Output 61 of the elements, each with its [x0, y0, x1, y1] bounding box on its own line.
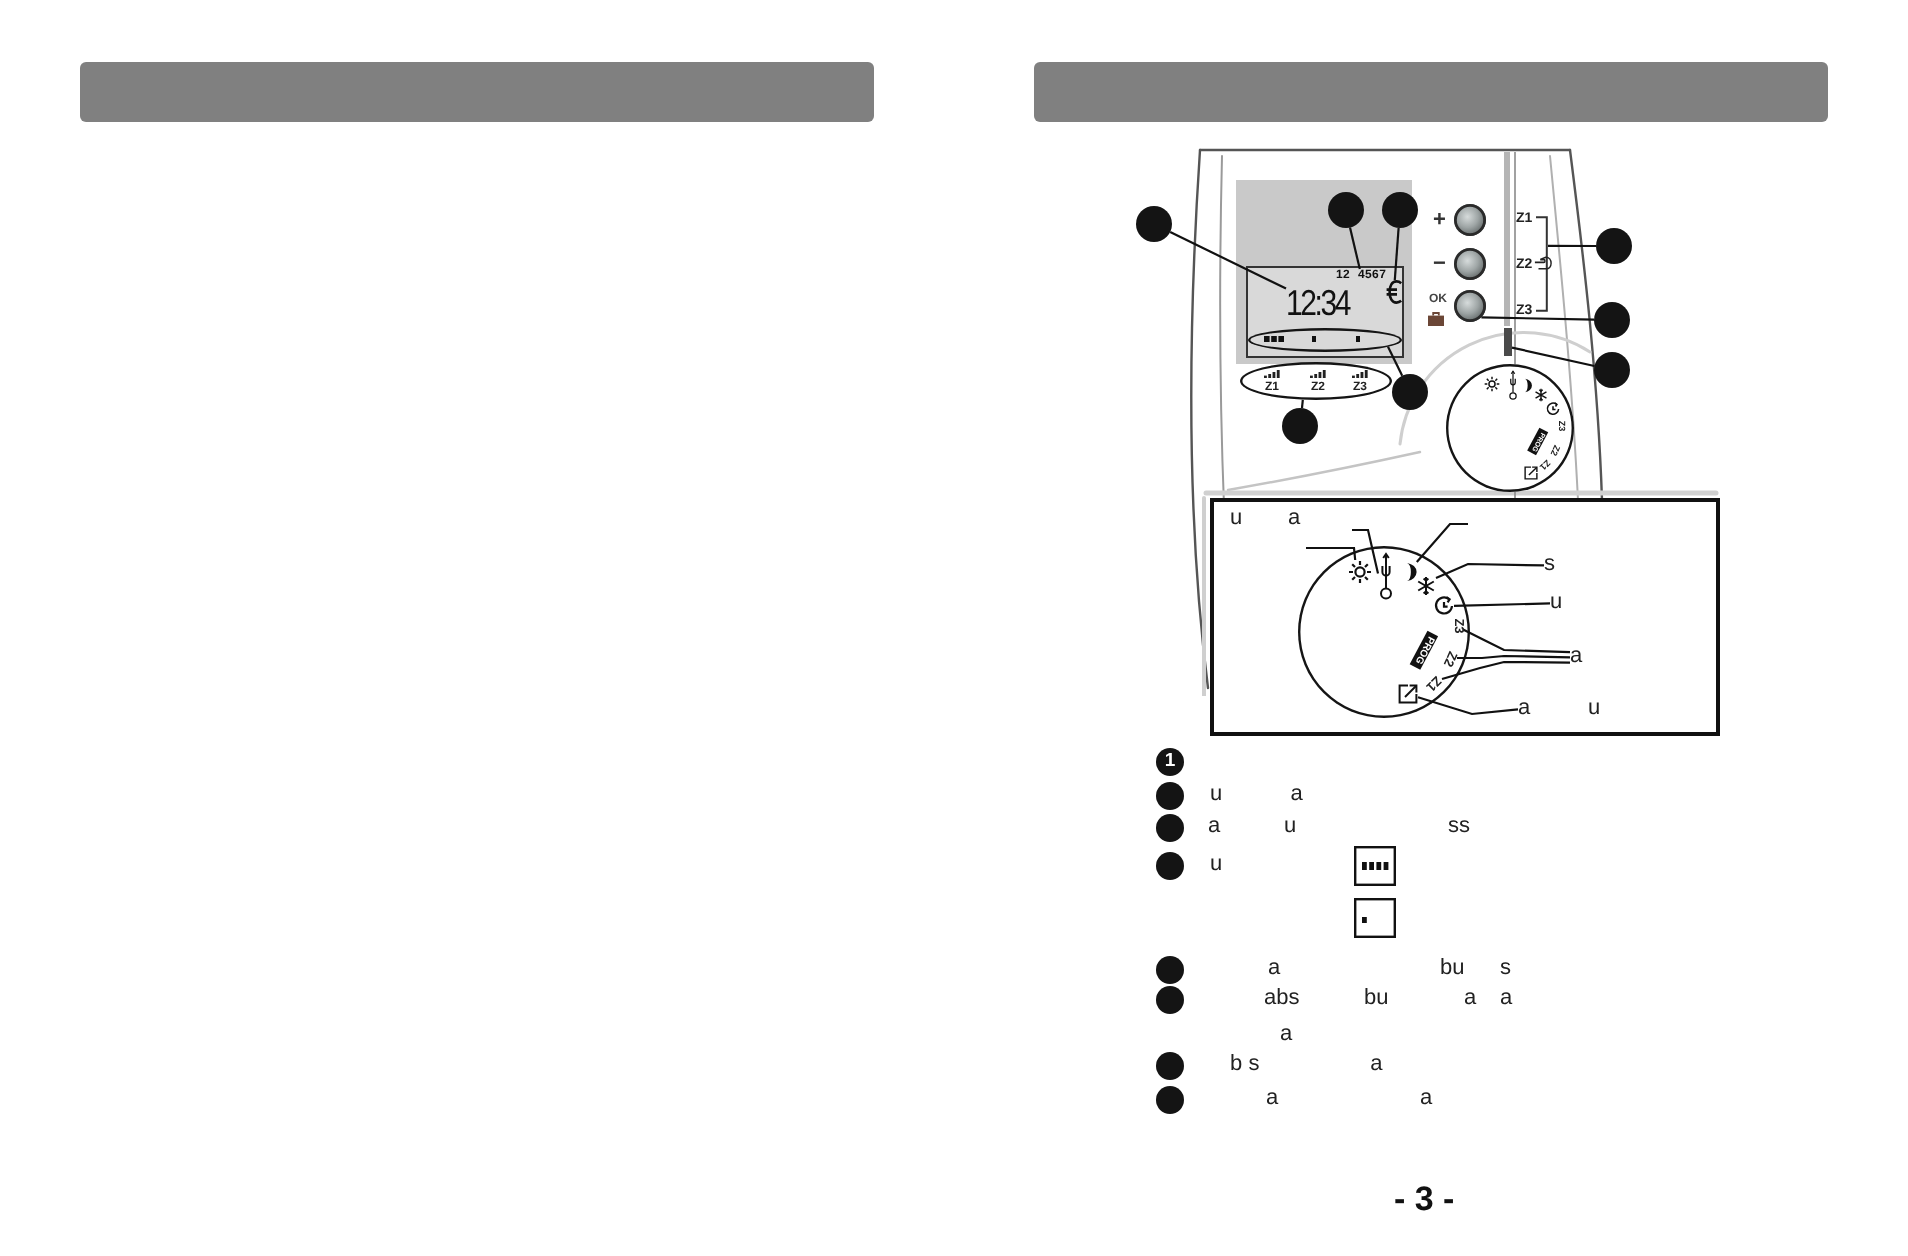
bullet-dot — [1156, 986, 1184, 1014]
leader-line — [1415, 522, 1468, 563]
list-text: u — [1210, 851, 1223, 878]
time-display: 12:34 — [1286, 286, 1350, 322]
leader-line — [1441, 660, 1570, 681]
leader-line — [1462, 628, 1571, 654]
list-text: u a — [1210, 781, 1303, 808]
inset-heading: u a — [1230, 505, 1301, 532]
bullet-dot — [1156, 1086, 1184, 1114]
clock-icon — [1434, 596, 1454, 616]
callout-circle — [1594, 352, 1630, 388]
page-number: - 3 - — [1394, 1182, 1455, 1216]
leader-line — [1435, 562, 1545, 579]
round-button — [1454, 204, 1486, 236]
callout-circle — [1392, 374, 1428, 410]
lcd-screen — [1246, 266, 1404, 358]
leader-line — [1169, 231, 1287, 290]
thermometer-icon — [1378, 552, 1394, 600]
sun-icon — [1348, 560, 1372, 584]
leader-line — [1481, 316, 1595, 321]
round-button — [1454, 248, 1486, 280]
dial-caption: a — [1570, 643, 1583, 670]
number-bullet: 1 — [1156, 748, 1184, 776]
snowflake-icon — [1416, 576, 1436, 596]
callout-circle — [1136, 206, 1172, 242]
bullet-dot — [1156, 956, 1184, 984]
leader-line — [1300, 399, 1304, 409]
list-text: a a — [1266, 1085, 1433, 1112]
dial-caption: a u — [1518, 695, 1601, 722]
dial-indicator-bar — [1504, 328, 1512, 356]
round-button — [1454, 290, 1486, 322]
leader-line — [1417, 696, 1519, 716]
leader-line — [1393, 227, 1400, 281]
zone-bracket — [1536, 216, 1548, 312]
list-text: b s a — [1230, 1051, 1383, 1078]
moon-icon — [1406, 562, 1418, 582]
dial-caption: u — [1550, 589, 1563, 616]
leader-line — [1457, 654, 1571, 660]
list-text: a u ss — [1208, 813, 1470, 840]
callout-circle — [1282, 408, 1318, 444]
button-label: + — [1433, 207, 1446, 233]
leader-line — [1348, 227, 1361, 270]
leader-line — [1387, 346, 1404, 377]
euro-sign-icon — [1386, 280, 1402, 304]
bullet-dot — [1156, 852, 1184, 880]
inset-panel — [1210, 498, 1720, 736]
list-text: a bu s — [1268, 955, 1511, 982]
callout-circle — [1596, 228, 1632, 264]
leader-line — [1548, 244, 1596, 248]
mode-dial — [1446, 364, 1574, 492]
bullet-dot — [1156, 782, 1184, 810]
bullet-dot — [1156, 1052, 1184, 1080]
leader-line — [1511, 346, 1595, 368]
leader-line — [1453, 602, 1551, 607]
dial-caption: s — [1544, 551, 1555, 578]
bullet-dot — [1156, 814, 1184, 842]
button-label: − — [1433, 251, 1446, 277]
callout-circle — [1594, 302, 1630, 338]
leader-line — [1352, 528, 1380, 574]
square-arrow-icon — [1398, 684, 1418, 704]
leader-line — [1306, 546, 1357, 561]
